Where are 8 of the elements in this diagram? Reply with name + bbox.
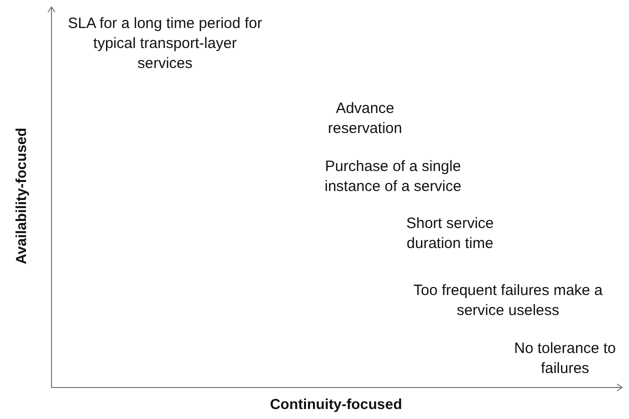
plot-annotation: Purchase of a single instance of a service [324, 157, 462, 197]
plot-annotation: Too frequent failures make a service useless [412, 281, 604, 321]
plot-annotation: No tolerance to failures [513, 339, 617, 379]
x-axis-title: Continuity-focused [270, 397, 402, 413]
plot-annotation: Short service duration time [405, 214, 495, 254]
plot-annotation: Advance reservation [326, 99, 404, 139]
y-axis-title: Availability-focused [14, 128, 30, 264]
plot-annotation: SLA for a long time period for typical transport-layer services [66, 14, 264, 74]
